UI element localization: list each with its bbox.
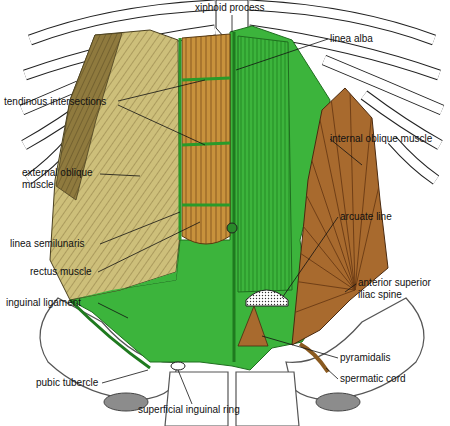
leader-line	[282, 217, 338, 298]
umbilicus	[227, 223, 237, 233]
rectus-muscle	[182, 34, 230, 244]
inguinal-ligament	[70, 300, 150, 368]
fiber	[330, 90, 355, 290]
part-label: internal oblique muscle	[330, 133, 432, 145]
part-label: arcuate line	[340, 211, 392, 223]
leader-line	[100, 212, 180, 244]
pyramidalis-muscle	[238, 306, 268, 346]
fiber	[296, 175, 355, 290]
pubic-bone	[236, 372, 299, 426]
obturator-foramen	[316, 393, 360, 411]
external-oblique	[50, 30, 180, 300]
fiber	[350, 90, 355, 290]
leader-line	[236, 39, 328, 70]
leader-line	[262, 336, 338, 358]
leader-line	[100, 174, 140, 176]
rectus-sheath	[238, 36, 292, 292]
leader-line	[118, 80, 205, 101]
part-label: pubic tubercle	[36, 377, 98, 389]
inguinal-ring	[171, 362, 185, 370]
fiber	[355, 160, 385, 290]
part-label: pyramidalis	[340, 352, 391, 364]
leader-line	[232, 15, 233, 32]
leader-line	[98, 222, 200, 272]
fiber	[288, 245, 355, 290]
rib	[392, 140, 436, 180]
fiber	[288, 290, 355, 315]
part-label: xiphoid process	[195, 2, 264, 14]
part-label: spermatic cord	[340, 373, 406, 385]
arcuate-line	[246, 290, 288, 306]
leader-line	[178, 370, 192, 404]
leader-line	[98, 303, 128, 318]
part-label: inguinal ligament	[6, 297, 81, 309]
part-label: tendinous intersections	[4, 96, 106, 108]
part-label: linea semilunaris	[10, 238, 84, 250]
part-label: anterior superior iliac spine	[358, 277, 448, 301]
part-label: linea alba	[330, 33, 373, 45]
rib-outline	[392, 140, 436, 180]
linea-semilunaris	[179, 38, 182, 240]
part-label: rectus muscle	[30, 266, 92, 278]
tendinous-intersection	[182, 143, 230, 145]
tendinous-intersection	[182, 204, 230, 207]
linea-alba	[233, 32, 236, 362]
pubic-bone	[165, 372, 228, 426]
fiber	[286, 280, 355, 290]
tendinous-intersection	[182, 78, 230, 80]
part-label: external oblique muscle	[22, 167, 104, 191]
leader-lines	[98, 15, 362, 404]
leader-line	[102, 370, 148, 383]
leader-line	[326, 368, 338, 379]
leader-line	[345, 284, 356, 292]
part-label: superficial inguinal ring	[138, 404, 240, 416]
leader-line	[118, 105, 205, 145]
